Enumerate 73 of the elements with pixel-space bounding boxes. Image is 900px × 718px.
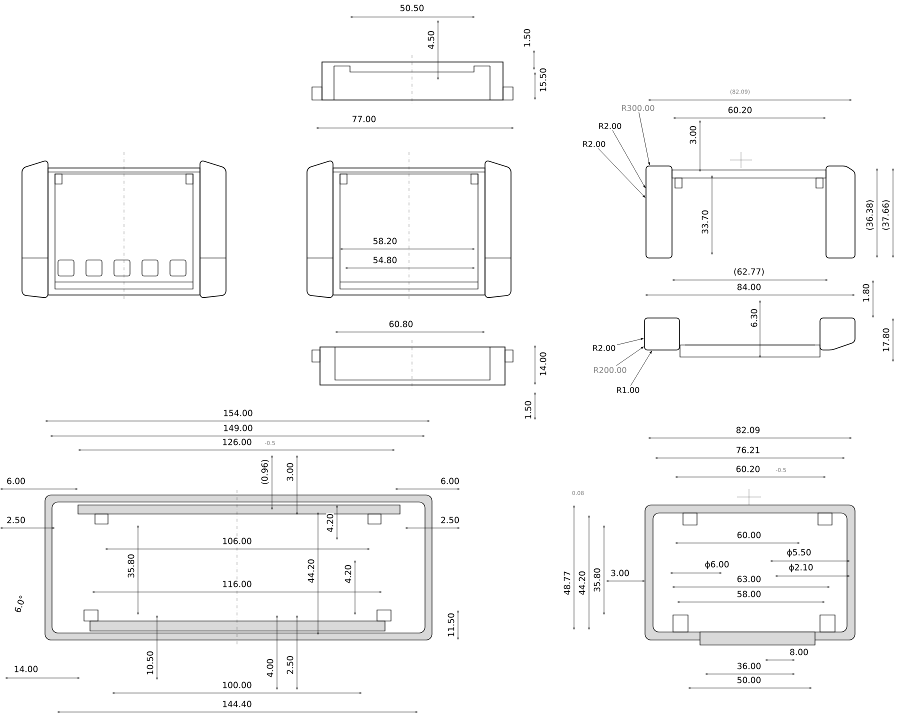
dimension-value: 4.20 [344, 564, 352, 584]
dimension-value: (0.96) [260, 458, 270, 486]
dimension-value: 35.80 [127, 553, 135, 579]
dimension-value: 6.00 [6, 477, 26, 485]
dimension-value: 10.50 [146, 650, 154, 676]
leader-line [598, 148, 646, 198]
dimension-value: 6.30 [750, 308, 758, 328]
dimension-value: 76.21 [735, 446, 761, 454]
dimension-value: 144.40 [222, 700, 252, 708]
dimension-value: 50.00 [736, 676, 762, 684]
dimension-value: 154.00 [222, 409, 254, 417]
dimension-value: 116.00 [222, 580, 252, 588]
dimension-value: 15.50 [539, 67, 547, 93]
dimension-value: 60.80 [388, 320, 414, 328]
dimension-value: 1.50 [524, 400, 532, 420]
leader-line [612, 130, 646, 188]
dimension-value: (62.77) [732, 268, 766, 276]
dimension-value: 58.20 [372, 237, 398, 245]
dimension-value: 44.20 [578, 570, 586, 596]
radius-label: R1.00 [617, 386, 640, 394]
radius-label: R300.00 [622, 104, 654, 112]
dimension-value: 54.80 [372, 256, 398, 264]
dimension-value: 1.80 [862, 282, 870, 304]
radius-label: R2.00 [599, 122, 622, 130]
dimension-value: (37.66) [882, 198, 890, 232]
dimension-value: ϕ2.10 [788, 563, 814, 573]
dimension-value: 4.00 [266, 658, 274, 678]
dimension-value: 4.50 [427, 30, 435, 50]
dimension-value: 60.00 [736, 531, 762, 539]
dimension-value: 1.50 [523, 28, 531, 48]
dimension-value: 11.50 [447, 612, 455, 638]
dimension-value: 35.80 [593, 567, 601, 593]
radius-label: R200.00 [594, 366, 626, 374]
dimension-value: 48.77 [563, 570, 571, 596]
leader-line [616, 338, 644, 346]
dimension-value: 14.00 [13, 665, 39, 673]
dimension-value: 2.50 [286, 654, 294, 676]
dimension-value: 3.00 [689, 124, 697, 146]
end-foot [644, 318, 680, 350]
dimension-value: 6.00 [440, 477, 460, 485]
dimension-value: 60.20 [735, 465, 761, 473]
dimension-value: ϕ5.50 [786, 548, 812, 558]
dimension-value: 58.00 [736, 590, 762, 598]
dimension-value: 84.00 [736, 283, 762, 291]
dimension-value: 60.20 [727, 106, 753, 114]
side-wall [646, 166, 672, 258]
dimension-value: ϕ6.00 [704, 560, 730, 570]
dimension-value: 100.00 [222, 681, 252, 689]
dimension-value: 2.50 [6, 516, 26, 524]
leader-line [638, 112, 650, 166]
dimension-value: 6.0° [13, 594, 27, 614]
dimension-value: 36.00 [736, 662, 762, 670]
dimension-value: 82.09 [735, 426, 761, 434]
leader-line [630, 350, 652, 386]
radius-label: R2.00 [583, 140, 606, 148]
dimension-value: (36.38) [866, 198, 874, 232]
dimension-value: 126.00 [222, 438, 252, 446]
dimension-value: 77.00 [351, 115, 377, 123]
dimension-value: 149.00 [222, 424, 254, 432]
dimension-value: 33.70 [701, 209, 709, 235]
dimension-value: 8.00 [788, 648, 810, 656]
dimension-value: 17.80 [882, 327, 890, 353]
leader-line [616, 346, 644, 366]
dimension-value: 50.50 [399, 4, 425, 12]
dimension-value: 106.00 [222, 537, 252, 545]
radius-label: R2.00 [593, 344, 616, 352]
dimension-value: 3.00 [610, 569, 630, 577]
dimension-value: 2.50 [440, 516, 460, 524]
dimension-value: 3.00 [286, 462, 294, 482]
dimension-value: 44.20 [307, 558, 315, 584]
dimension-value: 14.00 [539, 351, 547, 377]
dimension-value: 63.00 [736, 575, 762, 583]
dimension-value: 4.20 [326, 512, 334, 534]
